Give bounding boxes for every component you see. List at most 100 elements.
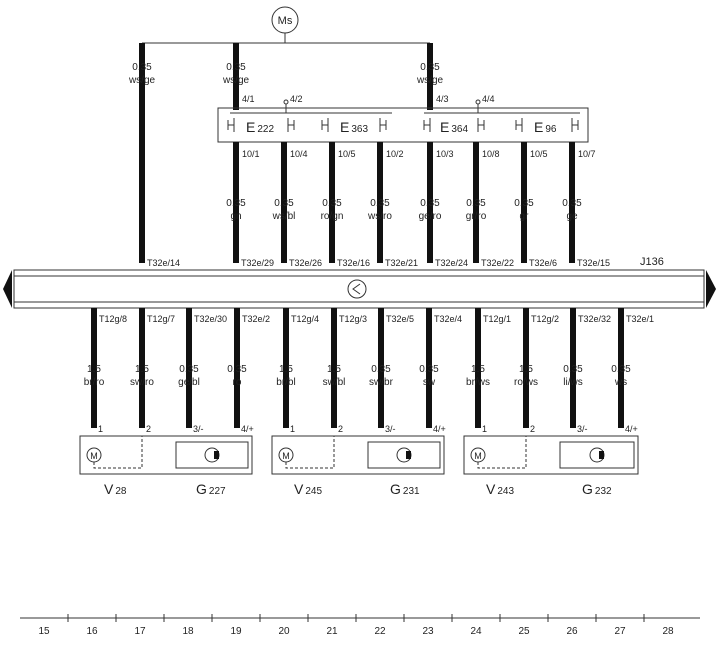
column-number: 18 bbox=[182, 626, 194, 637]
column-number: 16 bbox=[86, 626, 98, 637]
clock-symbol-icon bbox=[347, 279, 367, 299]
connector-label: T12g/1 bbox=[483, 314, 511, 324]
wire-size: 1.5 bbox=[327, 364, 341, 375]
svg-text:M: M bbox=[282, 451, 290, 461]
connector-label: T12g/8 bbox=[99, 314, 127, 324]
connector-label: T32e/22 bbox=[481, 258, 514, 268]
column-number: 28 bbox=[662, 626, 674, 637]
component-pin: 2 bbox=[530, 424, 535, 434]
wire-color: gr/ro bbox=[466, 211, 487, 222]
component-pin: 1 bbox=[482, 424, 487, 434]
wire-size: 0.35 bbox=[611, 364, 631, 375]
connector-label: T32e/21 bbox=[385, 258, 418, 268]
switch-wire-pin: 10/2 bbox=[386, 149, 404, 159]
column-number: 23 bbox=[422, 626, 434, 637]
column-number: 21 bbox=[326, 626, 338, 637]
connector-label: T32e/24 bbox=[435, 258, 468, 268]
wire-size: 0.35 bbox=[227, 364, 247, 375]
switch-wire-pin: 10/1 bbox=[242, 149, 260, 159]
wire-size: 0.35 bbox=[562, 198, 582, 209]
column-number: 25 bbox=[518, 626, 530, 637]
component-pin: 3/- bbox=[577, 424, 588, 434]
component-frame bbox=[271, 435, 445, 475]
component-pin: 3/- bbox=[193, 424, 204, 434]
connector-label: T32e/2 bbox=[242, 314, 270, 324]
component-pin: 1 bbox=[98, 424, 103, 434]
wire-size: 0.35 bbox=[371, 364, 391, 375]
switch-pin: 4/4 bbox=[482, 94, 495, 104]
wire-color: gn bbox=[230, 211, 241, 222]
right-arrow-icon bbox=[706, 270, 716, 308]
switch-wire-pin: 10/5 bbox=[338, 149, 356, 159]
column-number: 20 bbox=[278, 626, 290, 637]
connector-label: T12g/7 bbox=[147, 314, 175, 324]
component-pin: 4/+ bbox=[433, 424, 446, 434]
svg-text:M: M bbox=[474, 451, 482, 461]
connector-label: T32e/1 bbox=[626, 314, 654, 324]
wire-size: 0.35 bbox=[370, 198, 390, 209]
connector-label: T12g/3 bbox=[339, 314, 367, 324]
component-pin: 1 bbox=[290, 424, 295, 434]
column-ruler: 15 16 17 18 19 20 21 22 23 24 25 26 27 2… bbox=[20, 614, 700, 637]
wire-color: sw bbox=[423, 377, 436, 388]
wire-size: 0.35 bbox=[226, 198, 246, 209]
component-pin: 2 bbox=[146, 424, 151, 434]
switch-pin: 4/2 bbox=[290, 94, 303, 104]
wire-color: br/ro bbox=[84, 377, 105, 388]
wire-color: sw/bl bbox=[323, 377, 346, 388]
column-number: 19 bbox=[230, 626, 242, 637]
wire-size: 0.35 bbox=[420, 198, 440, 209]
wire-size: 1.5 bbox=[135, 364, 149, 375]
feed-connector: T32e/14 bbox=[147, 258, 180, 268]
wire-color: br/bl bbox=[276, 377, 295, 388]
wire-size: 0.35 bbox=[419, 364, 439, 375]
wire-color: ws/ge bbox=[222, 75, 250, 86]
switch-pin: 4/3 bbox=[436, 94, 449, 104]
wire-color: li/ws bbox=[563, 377, 582, 388]
wire-size: 0.35 bbox=[132, 62, 152, 73]
wire-color: br/ws bbox=[466, 377, 490, 388]
wire-color: ws bbox=[614, 377, 627, 388]
wire-color: ro/ws bbox=[514, 377, 538, 388]
wire-color: ge/bl bbox=[178, 377, 200, 388]
connector-label: T32e/26 bbox=[289, 258, 322, 268]
connector-label: T32e/16 bbox=[337, 258, 370, 268]
ground-symbol: Ms bbox=[142, 6, 430, 44]
column-number: 27 bbox=[614, 626, 626, 637]
left-arrow-icon bbox=[3, 270, 12, 308]
wire-size: 0.35 bbox=[563, 364, 583, 375]
connector-label: T32e/30 bbox=[194, 314, 227, 324]
wire-size: 1.5 bbox=[87, 364, 101, 375]
svg-text:M: M bbox=[90, 451, 98, 461]
switch-wire-pin: 10/8 bbox=[482, 149, 500, 159]
column-number: 17 bbox=[134, 626, 146, 637]
component-pin: 4/+ bbox=[241, 424, 254, 434]
column-number: 24 bbox=[470, 626, 482, 637]
wire-size: 0.35 bbox=[322, 198, 342, 209]
sensor-frame bbox=[559, 441, 635, 469]
sensor-frame bbox=[175, 441, 249, 469]
column-number: 22 bbox=[374, 626, 386, 637]
component-pin: 2 bbox=[338, 424, 343, 434]
wire-size: 1.5 bbox=[279, 364, 293, 375]
component-pin: 3/- bbox=[385, 424, 396, 434]
wire-size: 1.5 bbox=[519, 364, 533, 375]
bottom-wires: T12g/8 T12g/7 T32e/30 T32e/2 T12g/4 T12g… bbox=[84, 308, 654, 434]
connector-label: T12g/4 bbox=[291, 314, 319, 324]
module-label: J136 bbox=[640, 256, 664, 268]
column-number: 26 bbox=[566, 626, 578, 637]
switch-wire-pin: 10/3 bbox=[436, 149, 454, 159]
wire-color: ws/ge bbox=[128, 75, 156, 86]
